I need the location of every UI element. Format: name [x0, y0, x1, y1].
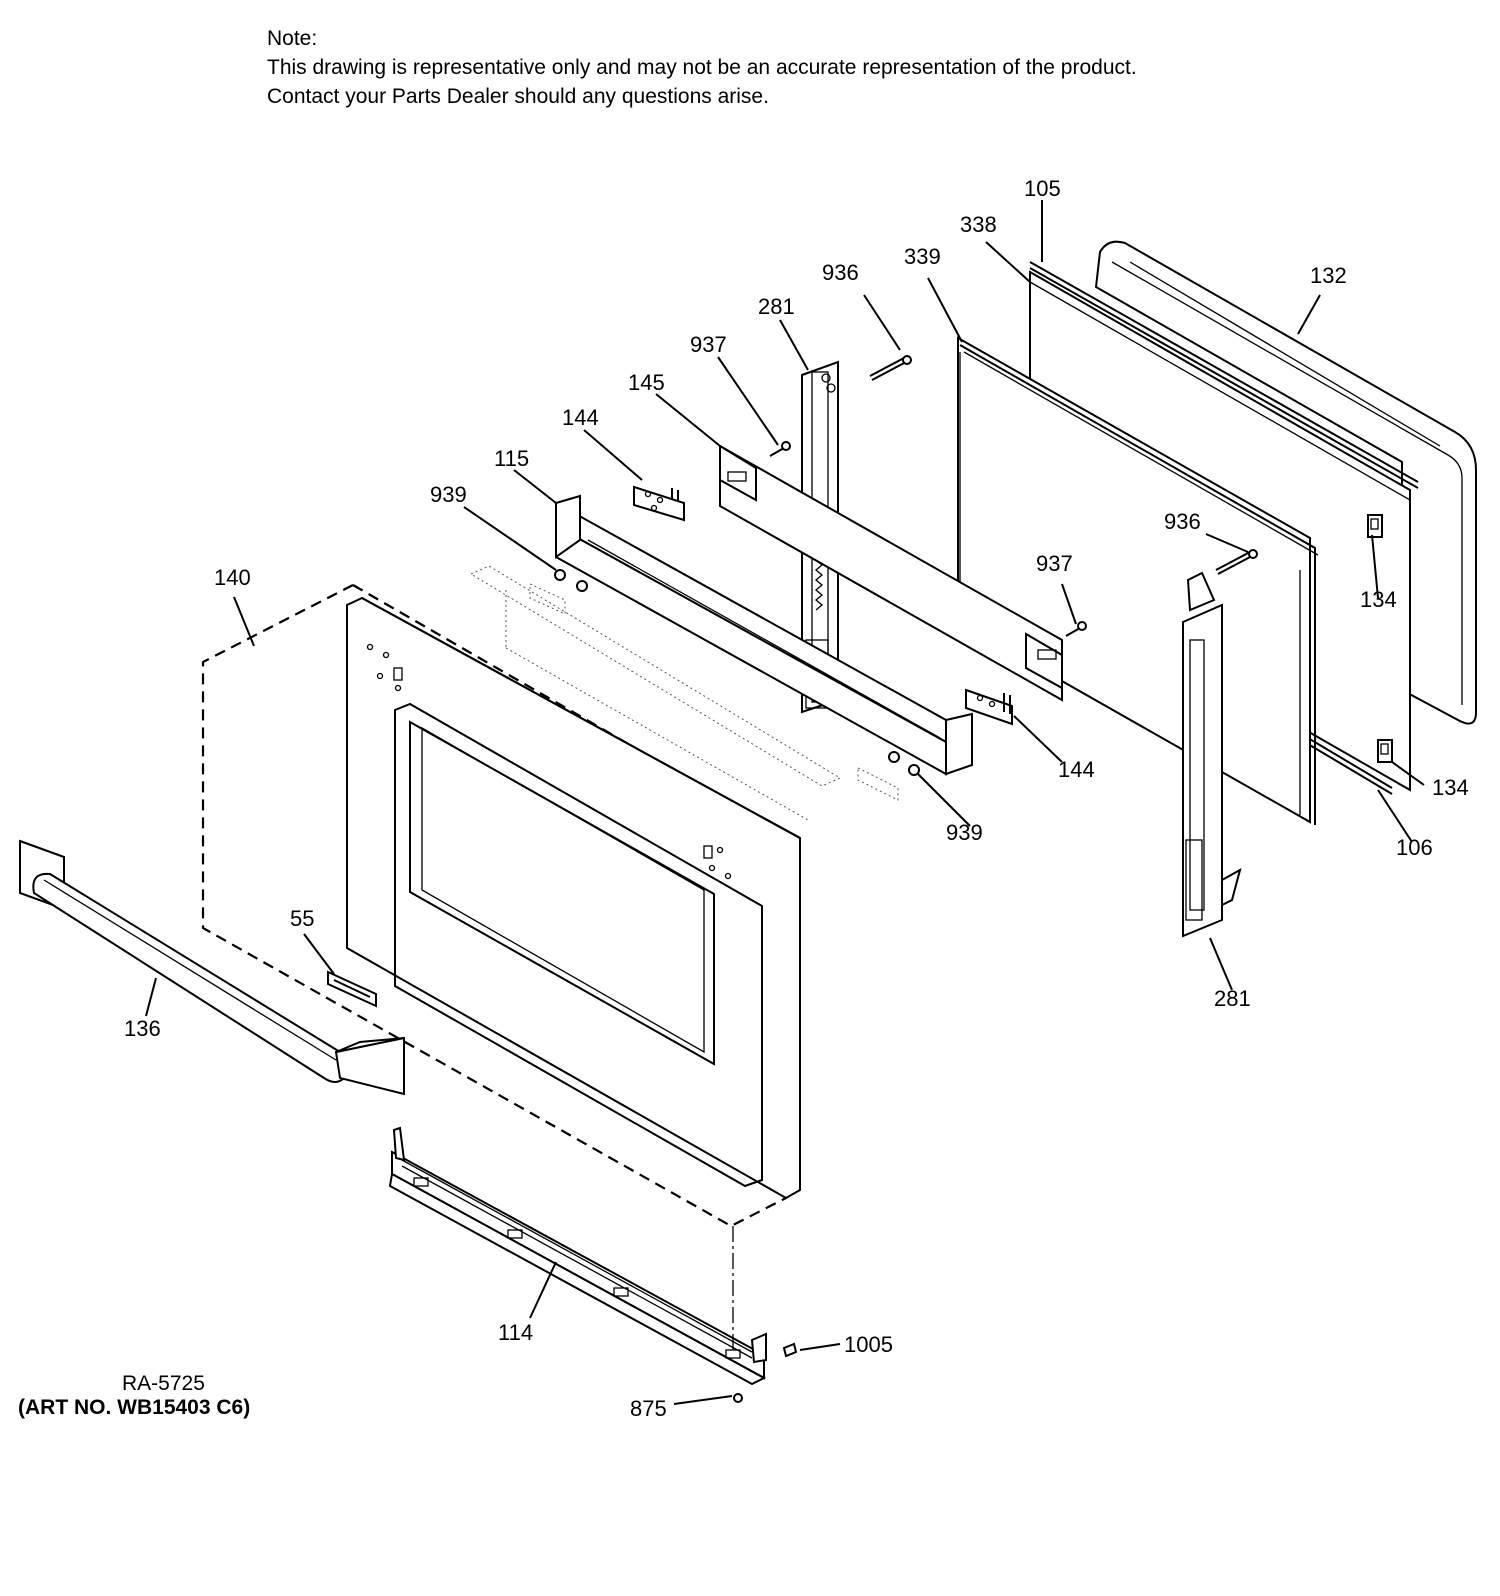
part-label-281-right: 281: [1214, 986, 1251, 1011]
screw-936-upper: [869, 355, 912, 381]
dotted-trim-outline: [469, 565, 899, 821]
screw-936-lower: [1215, 549, 1258, 575]
part-label-281-left: 281: [758, 294, 795, 319]
part-label-937-lower: 937: [1036, 551, 1073, 576]
door-outer-frame-132: [1094, 240, 1477, 725]
drawing-code: RA-5725: [122, 1372, 205, 1395]
note-heading: Note:: [267, 27, 318, 50]
part-label-144-upper: 144: [562, 405, 599, 430]
hinge-plate-144-lower: [965, 688, 1013, 726]
handle-136: [19, 839, 405, 1096]
part-label-939-lower: 939: [946, 820, 983, 845]
part-label-936-upper: 936: [822, 260, 859, 285]
hinge-281-right: [1182, 571, 1242, 938]
part-label-339: 339: [904, 244, 941, 269]
top-channel-115: [555, 494, 973, 776]
screw-1005: [782, 1342, 798, 1358]
badge-55: [327, 970, 377, 1008]
part-label-338: 338: [960, 212, 997, 237]
disclaimer-note: Note: This drawing is representative onl…: [267, 24, 1137, 111]
screws-939-lower: [888, 751, 920, 776]
screw-875: [733, 1393, 743, 1403]
bottom-rail-114: [388, 1126, 767, 1386]
part-label-939-upper: 939: [430, 482, 467, 507]
part-label-136: 136: [124, 1016, 161, 1041]
screws-939-upper: [554, 569, 588, 592]
part-label-144-lower: 144: [1058, 757, 1095, 782]
bottom-strip-106: [1307, 737, 1393, 795]
screw-937-lower: [1065, 621, 1087, 637]
note-line-2: Contact your Parts Dealer should any que…: [267, 85, 769, 108]
part-label-115: 115: [494, 446, 529, 471]
part-label-936-lower: 936: [1164, 509, 1201, 534]
leader-lines: [145, 200, 1425, 1405]
part-label-55: 55: [290, 906, 314, 931]
note-line-1: This drawing is representative only and …: [267, 56, 1137, 79]
bracket-145: [719, 444, 1063, 702]
part-label-105: 105: [1024, 176, 1061, 201]
part-label-134-upper: 134: [1360, 587, 1397, 612]
clip-134-upper: [1367, 514, 1383, 538]
part-label-134-lower: 134: [1432, 775, 1469, 800]
part-label-132: 132: [1310, 263, 1347, 288]
part-label-937-upper: 937: [690, 332, 727, 357]
part-label-140: 140: [214, 565, 251, 590]
part-label-114: 114: [498, 1320, 533, 1345]
door-front-panel: [346, 596, 801, 1200]
part-label-106: 106: [1396, 835, 1433, 860]
clip-134-lower: [1377, 739, 1393, 763]
drawing-reference: RA-5725 (ART NO. WB15403 C6): [18, 1372, 250, 1420]
part-label-875: 875: [630, 1396, 667, 1421]
screw-937-upper: [769, 441, 791, 457]
part-label-1005: 1005: [844, 1332, 893, 1357]
part-label-145: 145: [628, 370, 665, 395]
art-number: (ART NO. WB15403 C6): [18, 1396, 251, 1419]
hinge-plate-144-upper: [633, 485, 685, 522]
